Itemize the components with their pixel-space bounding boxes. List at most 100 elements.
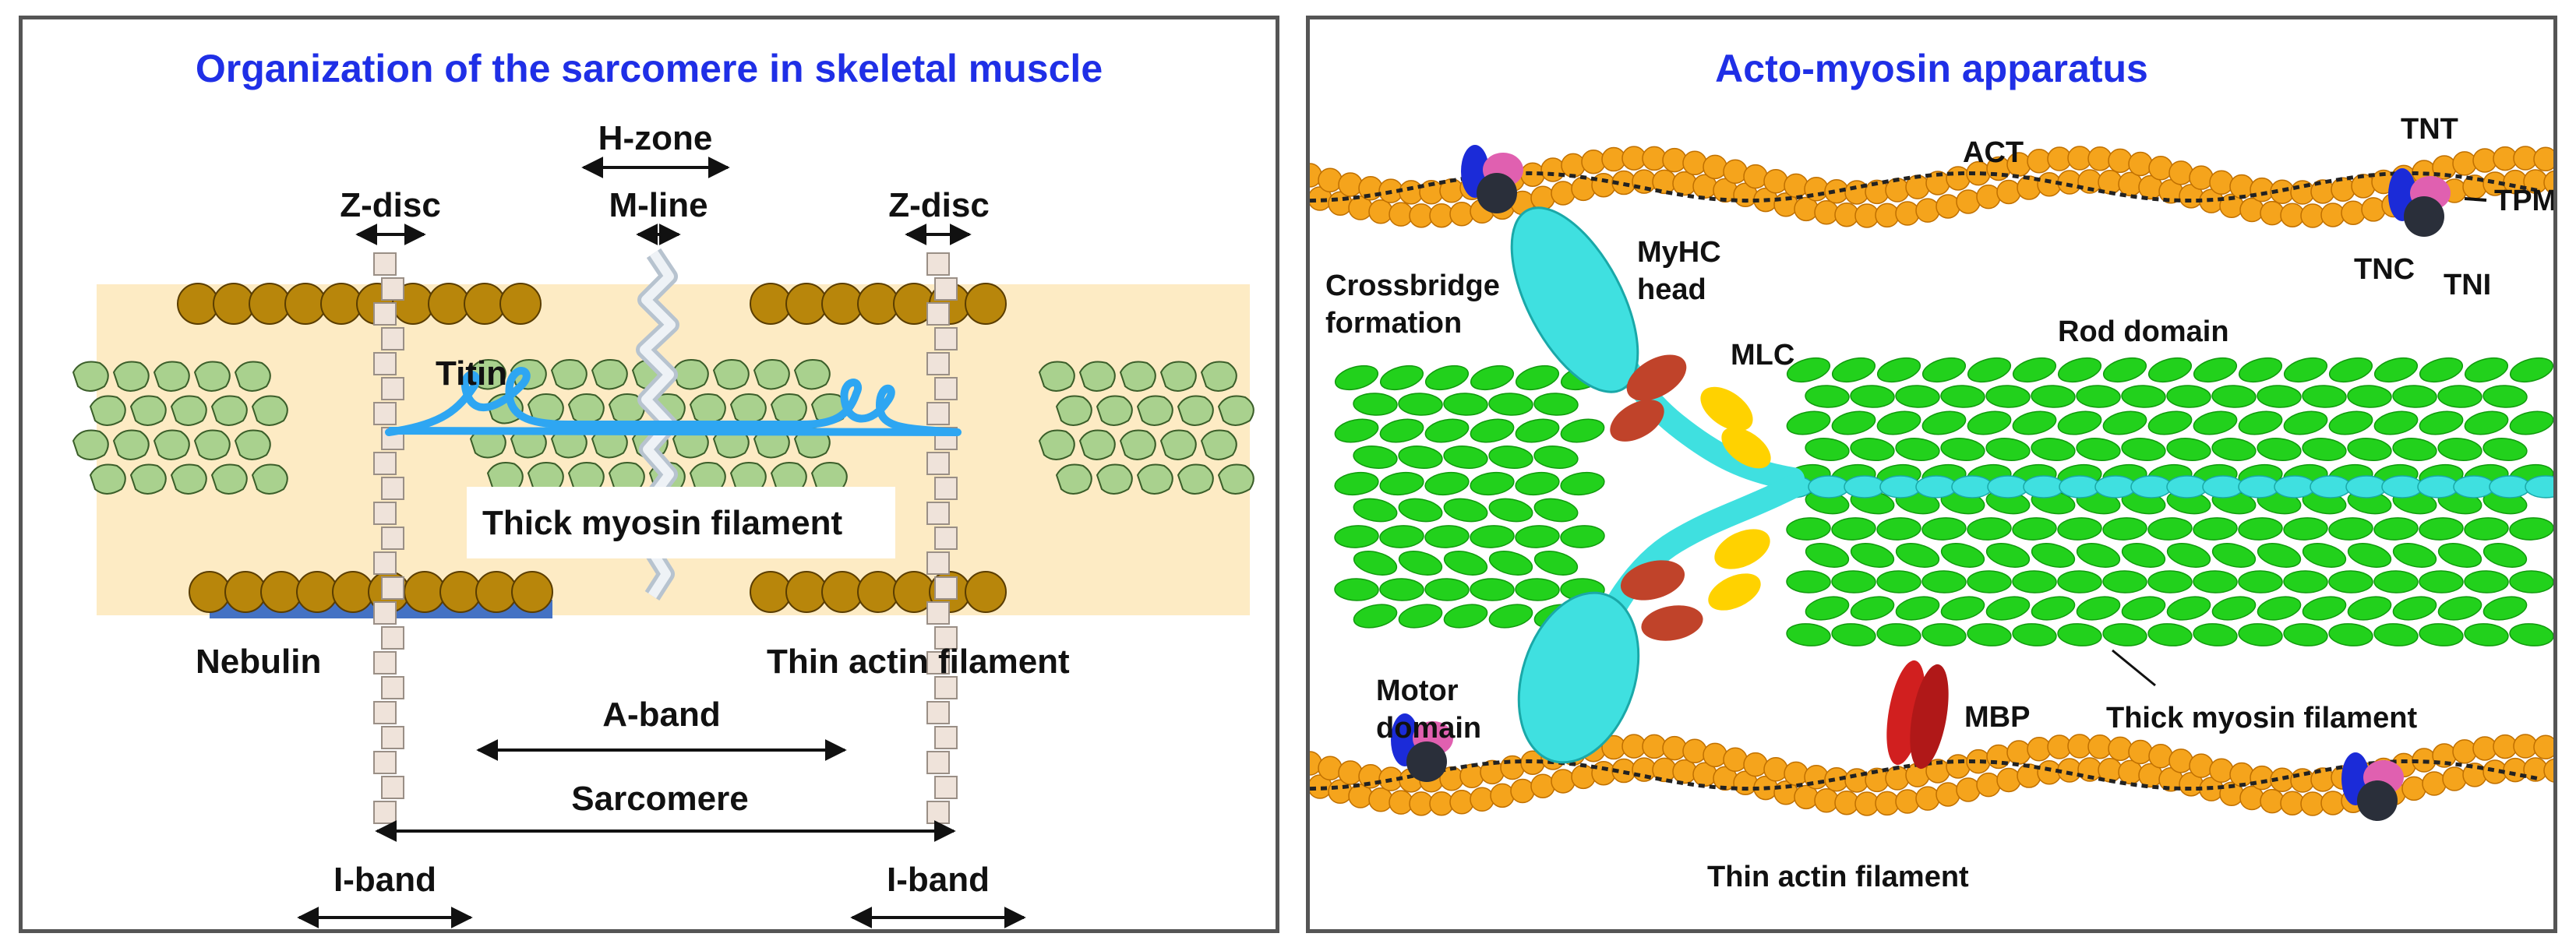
myosin-molecule xyxy=(1136,463,1173,495)
myosin-molecule xyxy=(1786,570,1831,593)
myosin-molecule xyxy=(1515,525,1560,548)
z-disc-block xyxy=(381,377,404,400)
mlc-lower-4 xyxy=(1708,573,1761,611)
myosin-molecule xyxy=(2031,385,2076,408)
myosin-molecule xyxy=(1985,543,2031,568)
myosin-molecule xyxy=(1786,623,1831,646)
myosin-molecule xyxy=(2012,623,2057,646)
myosin-molecule xyxy=(2328,517,2373,541)
z-disc-block xyxy=(926,651,950,675)
actin-bead xyxy=(1996,179,2021,205)
rod-segment xyxy=(1951,475,1993,498)
myosin-molecule xyxy=(1177,395,1214,426)
actin-bead xyxy=(2128,739,2153,765)
myosin-molecule xyxy=(193,429,231,460)
troponin-t xyxy=(1477,173,1517,213)
myosin-molecule xyxy=(1786,517,1831,541)
act-label: ACT xyxy=(1963,136,2024,169)
z-disc-block xyxy=(381,576,404,600)
actin-bead xyxy=(2168,160,2193,185)
myosin-molecule xyxy=(1488,498,1533,523)
myosin-rod-core xyxy=(1772,475,2553,498)
acto-myosin-panel: Acto-myosin apparatus ACT TNT TPM TNC TN… xyxy=(1306,16,2557,933)
myosin-molecule xyxy=(2193,357,2238,383)
actin-bead xyxy=(213,283,255,325)
myosin-molecule xyxy=(1470,578,1515,601)
myosin-molecule xyxy=(1424,525,1470,548)
myosin-molecule xyxy=(234,361,271,392)
myosin-molecule xyxy=(1038,361,1075,392)
myosin-molecule xyxy=(1353,393,1398,416)
myosin-molecule xyxy=(2012,410,2057,435)
z-disc-block xyxy=(934,626,958,650)
z-disc-block xyxy=(934,277,958,301)
myosin-molecule xyxy=(1470,418,1515,443)
myosin-molecule xyxy=(2373,623,2419,646)
myosin-molecule xyxy=(1940,543,1985,568)
myosin-molecule xyxy=(1876,517,1921,541)
myosin-molecule xyxy=(1921,623,1967,646)
myosin-molecule xyxy=(1831,517,1876,541)
mlc-upper-1 xyxy=(1626,354,1687,401)
actin-bead xyxy=(224,571,266,613)
myosin-molecule xyxy=(1334,365,1379,391)
myosin-molecule xyxy=(1398,393,1443,416)
actin-bead xyxy=(1490,783,1515,808)
myosin-molecule xyxy=(170,463,207,495)
myosin-molecule xyxy=(2147,517,2193,541)
myosin-molecule xyxy=(2057,410,2102,435)
h-zone-label: H-zone xyxy=(598,119,713,157)
myosin-molecule xyxy=(1470,525,1515,548)
thick-myosin-filament xyxy=(1334,357,2553,646)
troponin-t xyxy=(2404,196,2444,237)
myosin-molecule xyxy=(1159,361,1197,392)
a-band-label: A-band xyxy=(602,696,721,734)
z-disc-block xyxy=(381,527,404,550)
rod-segment xyxy=(2094,475,2137,498)
actin-bead xyxy=(511,571,553,613)
actin-bead xyxy=(785,571,827,613)
myosin-molecule xyxy=(2012,517,2057,541)
myosin-molecule xyxy=(1488,551,1533,576)
myosin-molecule xyxy=(1136,395,1173,426)
z-disc-right-label: Z-disc xyxy=(888,186,990,224)
mlc-lower-1 xyxy=(1620,560,1685,601)
myosin-molecule xyxy=(2238,623,2283,646)
actin-bead xyxy=(2229,174,2254,199)
actin-bead xyxy=(332,571,374,613)
rod-segment xyxy=(2238,475,2280,498)
myosin-molecule xyxy=(2076,596,2121,621)
myosin-molecule xyxy=(1876,357,1921,383)
actin-bead xyxy=(1368,199,1393,224)
myosin-molecule xyxy=(1515,471,1560,496)
z-disc-block xyxy=(934,776,958,799)
titin-core xyxy=(388,427,958,436)
myosin-molecule xyxy=(1805,596,1850,621)
myosin-molecule xyxy=(2302,438,2347,461)
actin-bead xyxy=(1338,760,1363,785)
myosin-molecule xyxy=(210,395,248,426)
myosin-molecule xyxy=(2328,570,2373,593)
actin-bead xyxy=(1915,786,1940,811)
z-disc-block xyxy=(926,502,950,525)
myosin-molecule xyxy=(1488,604,1533,629)
myosin-molecule xyxy=(2057,570,2102,593)
rod-segment xyxy=(2202,475,2244,498)
myosin-molecule xyxy=(170,395,207,426)
actin-bead xyxy=(260,571,302,613)
actin-bead xyxy=(1581,149,1606,174)
z-disc-block xyxy=(934,327,958,350)
myosin-molecule xyxy=(2328,410,2373,435)
z-disc-block xyxy=(934,726,958,749)
actin-bead xyxy=(1814,200,1839,225)
actin-bead xyxy=(1763,757,1788,782)
actin-bead xyxy=(2452,739,2477,764)
myosin-molecule xyxy=(1398,604,1443,629)
myosin-molecule xyxy=(2328,357,2373,383)
z-disc-block xyxy=(381,477,404,500)
myosin-molecule xyxy=(1533,498,1579,523)
z-disc-block xyxy=(373,551,397,575)
myosin-molecule xyxy=(2464,623,2509,646)
thick-filament-label-box xyxy=(467,487,895,558)
